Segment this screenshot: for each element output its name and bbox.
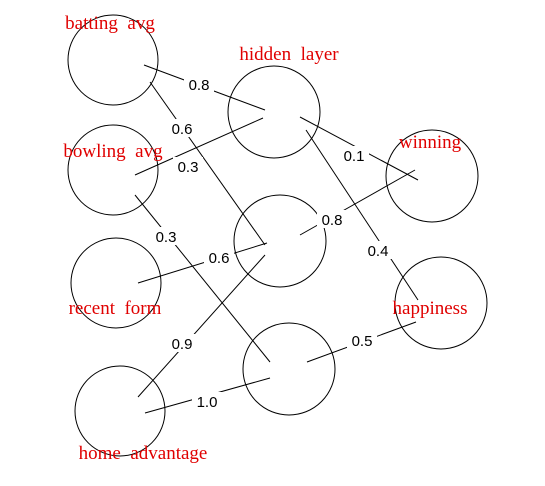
node-winning [385, 129, 479, 223]
node-hidden-2 [233, 194, 327, 288]
weight-h3-to-happiness: 0.5 [352, 333, 373, 350]
node-hidden-3 [242, 322, 336, 416]
node-home-advantage [74, 365, 166, 457]
weight-home-to-h3: 1.0 [197, 394, 218, 411]
weight-h1-to-winning: 0.1 [344, 148, 365, 165]
weight-bowling-to-h3: 0.3 [156, 229, 177, 246]
weight-h1-to-happiness: 0.4 [368, 243, 389, 260]
weight-batting-to-h2: 0.6 [172, 121, 193, 138]
label-batting-avg: batting avg [65, 13, 155, 34]
weight-form-to-h2: 0.6 [209, 250, 230, 267]
node-hidden-1 [227, 65, 321, 159]
edge-h1-to-happiness [305, 129, 419, 301]
node-recent-form [70, 237, 162, 329]
edge-home-to-h2 [137, 254, 266, 398]
weight-h2-to-winning: 0.8 [322, 212, 343, 229]
edge-batting-to-h2 [149, 81, 266, 246]
label-bowling-avg: bowling avg [63, 141, 163, 162]
label-winning: winning [399, 132, 462, 153]
label-happiness: happiness [393, 298, 468, 319]
label-home-advantage: home advantage [79, 443, 208, 464]
label-hidden-layer: hidden layer [239, 44, 339, 65]
node-happiness [394, 256, 488, 350]
node-batting-avg [67, 14, 159, 106]
edge-bowling-to-h1 [134, 117, 264, 176]
weight-bowling-to-h1: 0.3 [178, 159, 199, 176]
node-bowling-avg [67, 124, 159, 216]
weight-batting-to-h1: 0.8 [189, 77, 210, 94]
weight-home-to-h2: 0.9 [172, 336, 193, 353]
label-recent-form: recent form [69, 298, 162, 319]
edge-bowling-to-h3 [134, 194, 271, 363]
edge-form-to-h2 [137, 242, 268, 284]
